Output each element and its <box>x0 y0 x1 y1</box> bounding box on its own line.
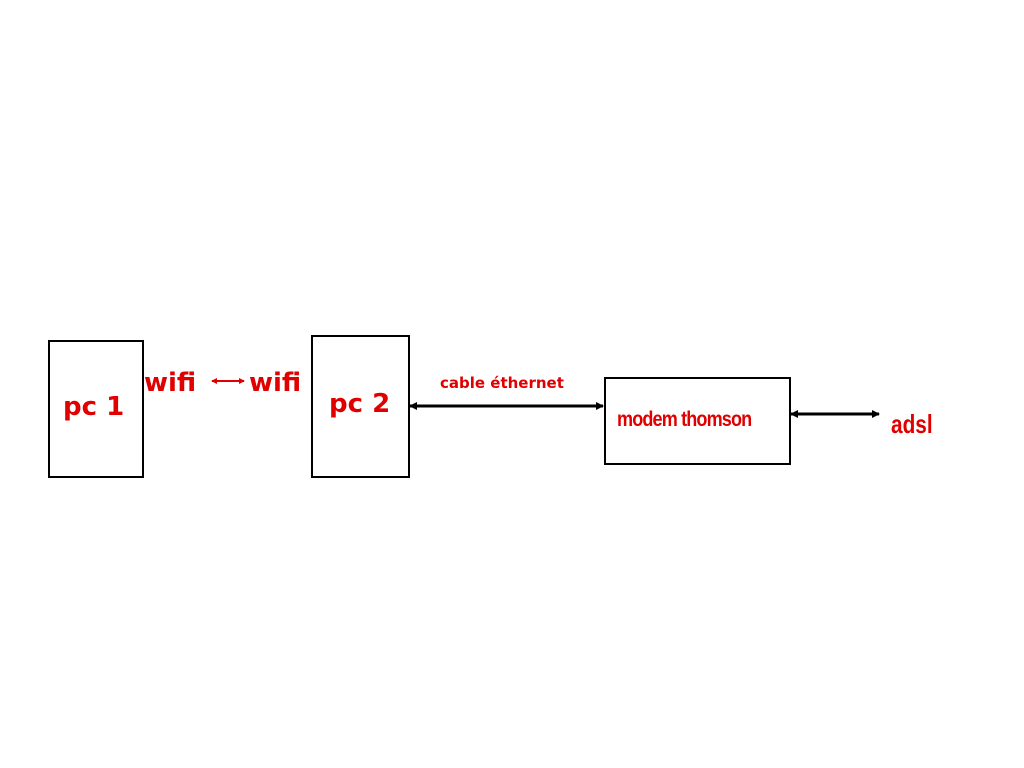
modem-label: modem thomson <box>617 408 752 431</box>
pc1-node <box>48 340 144 478</box>
adsl-label: adsl <box>891 409 933 439</box>
modem-node <box>604 377 791 465</box>
wifi-label-right: wifi <box>249 368 302 398</box>
cable-ethernet-label: cable éthernet <box>440 374 564 392</box>
pc1-label: pc 1 <box>63 392 125 422</box>
wifi-label-left: wifi <box>144 368 197 398</box>
pc2-node <box>311 335 410 478</box>
pc2-label: pc 2 <box>329 389 391 419</box>
